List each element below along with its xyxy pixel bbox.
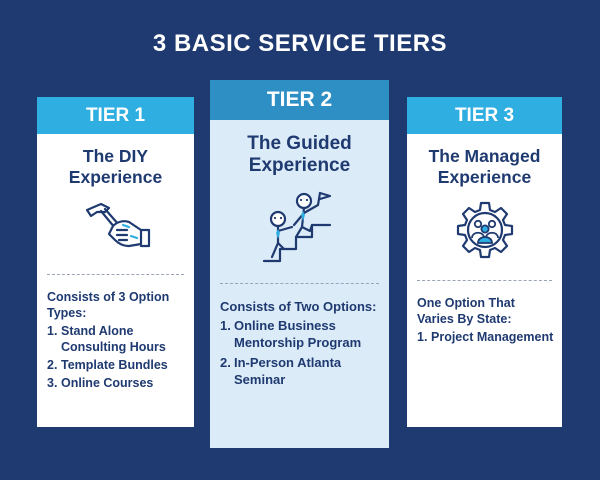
list-item: 1.Stand Alone Consulting Hours	[47, 324, 166, 354]
list-item: 2.Template Bundles	[47, 358, 168, 372]
list-item: 3.Online Courses	[47, 376, 154, 390]
tier-3-description: One Option That Varies By State:	[417, 296, 515, 326]
tier-1-card: TIER 1 The DIY Experience Consists of 3 …	[37, 97, 194, 427]
tier-3-divider	[417, 280, 552, 281]
tier-1-divider	[47, 274, 184, 275]
tier-3-card: TIER 3 The Managed Experience One Option…	[407, 97, 562, 427]
tier-2-description: Consists of Two Options:	[220, 299, 377, 314]
tier-2-title: The Guided Experience	[247, 133, 352, 176]
tier-1-options: 1.Stand Alone Consulting Hours 2.Templat…	[37, 323, 194, 391]
tier-3-header: TIER 3	[407, 97, 562, 134]
hammer-hand-icon	[85, 202, 150, 248]
team-gear-icon	[456, 201, 513, 259]
tier-3-options: 1.Project Management	[407, 329, 562, 345]
list-item: 2.In-Person Atlanta Seminar	[220, 355, 342, 387]
guided-climb-icon	[262, 191, 331, 263]
tier-1-title: The DIY Experience	[68, 146, 163, 187]
tier-2-header: TIER 2	[210, 80, 389, 120]
tier-2-card: TIER 2 The Guided Experience	[210, 80, 389, 448]
tier-3-title: The Managed Experience	[428, 146, 541, 187]
page-title: 3 BASIC SERVICE TIERS	[152, 30, 448, 57]
list-item: 1.Online Business Mentorship Program	[220, 318, 362, 350]
tier-1-header: TIER 1	[37, 97, 194, 134]
tier-2-options: 1.Online Business Mentorship Program 2.I…	[210, 317, 389, 388]
tier-1-description: Consists of 3 Option Types:	[47, 290, 170, 320]
tier-2-divider	[220, 283, 379, 284]
list-item: 1.Project Management	[417, 330, 554, 344]
